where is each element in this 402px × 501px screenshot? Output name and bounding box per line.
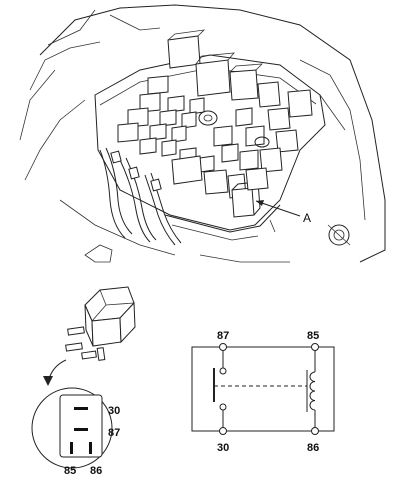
schematic-label-85: 85 bbox=[307, 330, 319, 342]
contact-upper bbox=[219, 367, 227, 375]
terminal-30 bbox=[219, 427, 227, 435]
terminal-87 bbox=[219, 343, 227, 351]
socket-pin-30 bbox=[74, 407, 88, 410]
terminal-86 bbox=[311, 427, 319, 435]
contact-lower bbox=[219, 403, 227, 411]
fuse-box-illustration: A bbox=[19, 4, 386, 263]
socket-label-30: 30 bbox=[108, 405, 120, 417]
socket-pin-85 bbox=[70, 442, 73, 454]
schematic-label-87: 87 bbox=[217, 330, 229, 342]
schematic-label-86: 86 bbox=[307, 442, 319, 454]
socket-pin-87 bbox=[74, 428, 88, 431]
relay-coil bbox=[309, 371, 316, 411]
socket-label-86: 86 bbox=[90, 465, 102, 477]
callout-label-a: A bbox=[303, 211, 311, 225]
terminal-85 bbox=[311, 343, 319, 351]
relay-perspective-illustration bbox=[43, 286, 136, 386]
socket-pin-86 bbox=[89, 442, 92, 454]
relay-schematic: 87 85 30 86 bbox=[191, 330, 335, 454]
relay-socket-diagram: 30 87 85 86 bbox=[31, 387, 120, 477]
schematic-label-30: 30 bbox=[217, 442, 229, 454]
socket-label-85: 85 bbox=[64, 465, 76, 477]
socket-label-87: 87 bbox=[108, 427, 120, 439]
